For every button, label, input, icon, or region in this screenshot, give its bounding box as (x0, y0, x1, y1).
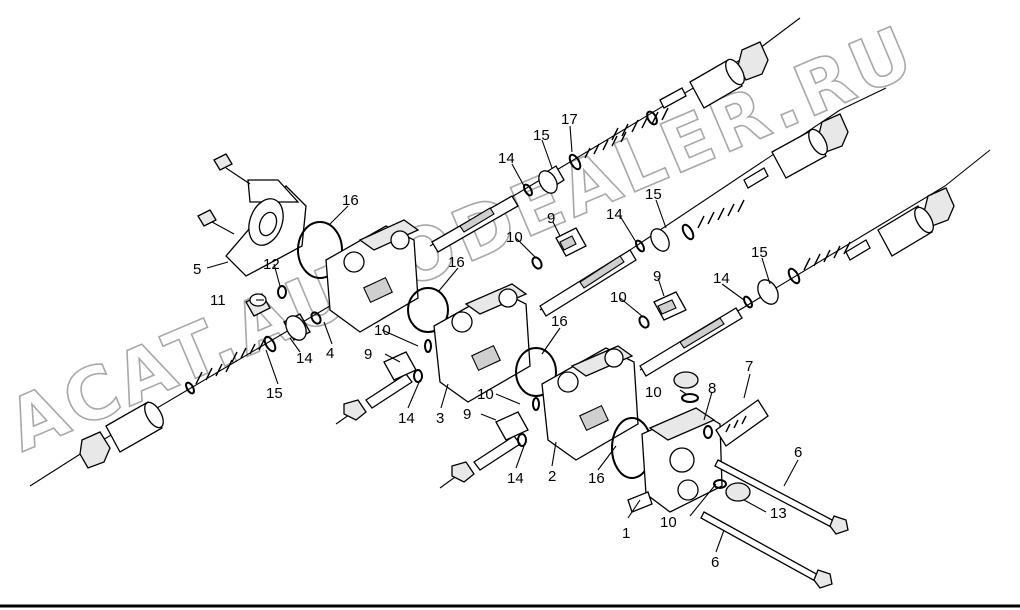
callout-14-d: 14 (498, 150, 515, 167)
callout-15-d: 15 (751, 244, 768, 261)
tie-bolt-part-6-upper (714, 459, 849, 535)
callout-5: 5 (193, 261, 201, 278)
valve-section-part-4 (325, 219, 420, 333)
callout-14-e: 14 (606, 206, 623, 223)
callout-2: 2 (548, 468, 556, 485)
o-ring-part-16-second (407, 287, 449, 333)
callout-10-a: 10 (374, 322, 391, 339)
spool-part-9-section-2 (439, 397, 540, 489)
callout-9-d: 9 (653, 268, 661, 285)
tie-bolt-part-6-lower (700, 511, 833, 589)
callout-4: 4 (326, 345, 334, 362)
spool-assembly-lower (638, 149, 991, 377)
callout-16-c: 16 (551, 313, 568, 330)
spool-part-9-section-3 (335, 339, 432, 425)
callout-8: 8 (708, 380, 716, 397)
callout-12: 12 (263, 256, 280, 273)
plug-part-8 (673, 371, 699, 403)
callout-14-c: 14 (507, 470, 524, 487)
inlet-housing-part-1 (627, 407, 723, 513)
callout-1: 1 (622, 525, 630, 542)
spool-assembly-left (29, 299, 341, 487)
callout-14-f: 14 (713, 270, 730, 287)
callout-13: 13 (770, 505, 787, 522)
callout-labels: 1 2 3 4 5 6 6 7 8 9 9 9 9 10 10 10 10 10… (193, 111, 802, 571)
callout-6-upper: 6 (794, 444, 802, 461)
o-ring-part-12 (277, 285, 287, 299)
callout-10-e: 10 (645, 384, 662, 401)
callout-14-b: 14 (398, 410, 415, 427)
callout-16-a: 16 (342, 192, 359, 209)
callout-3: 3 (436, 410, 444, 427)
valve-section-part-3 (433, 283, 531, 403)
callout-10-d: 10 (610, 289, 627, 306)
callout-9-b: 9 (463, 406, 471, 423)
callout-16-d: 16 (588, 470, 605, 487)
callout-17: 17 (561, 111, 578, 128)
relief-valve-part-7 (703, 399, 769, 447)
callout-16-b: 16 (448, 254, 465, 271)
callout-7: 7 (745, 358, 753, 375)
leader-lines (206, 125, 799, 553)
callout-10-f: 10 (660, 514, 677, 531)
callout-6-lower: 6 (711, 554, 719, 571)
callout-15-b: 15 (533, 127, 550, 144)
callout-10-b: 10 (477, 386, 494, 403)
callout-14-a: 14 (296, 350, 313, 367)
callout-9-c: 9 (547, 210, 555, 227)
spool-assembly-middle (531, 87, 887, 317)
spool-assembly-upper (429, 17, 801, 253)
callout-9-a: 9 (364, 346, 372, 363)
callout-15-c: 15 (645, 186, 662, 203)
callout-11: 11 (210, 292, 226, 309)
o-ring-part-16-upper (297, 221, 343, 279)
callout-15-a: 15 (266, 385, 283, 402)
end-cover-part-5 (197, 153, 307, 277)
o-ring-part-16-third (515, 347, 557, 397)
plug-part-13 (713, 479, 751, 502)
callout-10-c: 10 (506, 229, 523, 246)
